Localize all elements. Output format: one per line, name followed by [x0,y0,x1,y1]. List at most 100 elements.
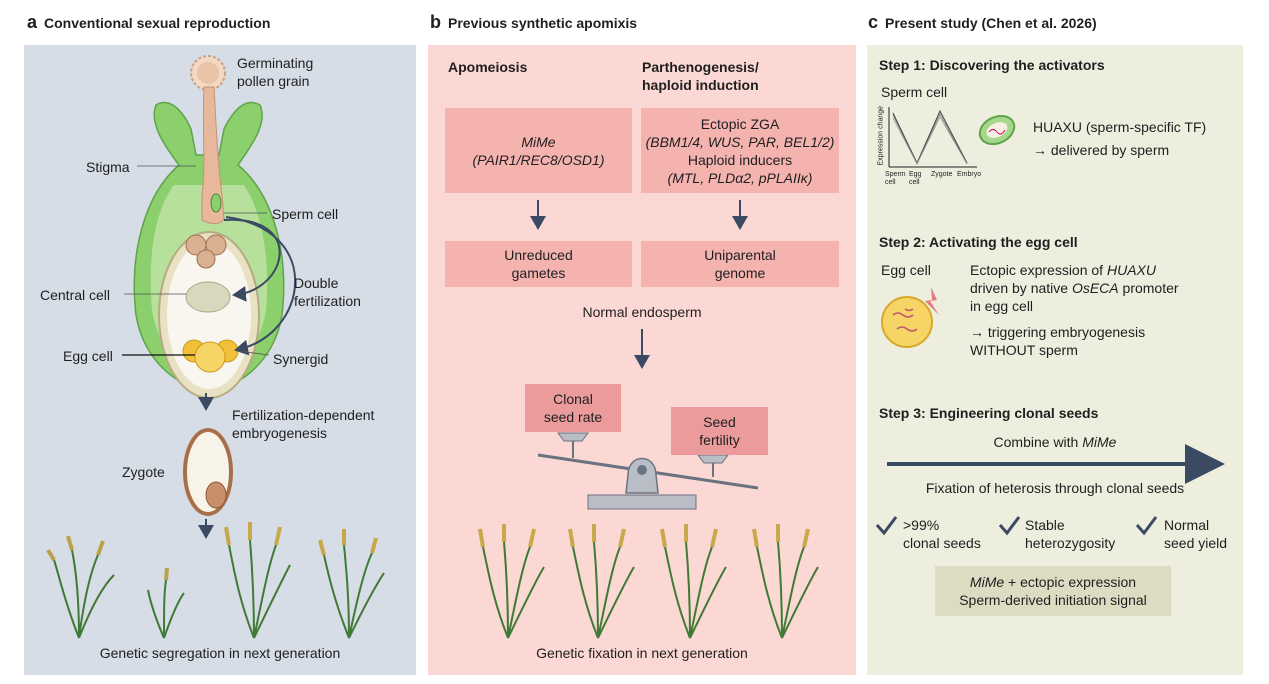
balance-pivot [625,457,659,494]
summary-line-2: Sperm-derived initiation signal [959,592,1147,608]
lightning-icon [925,287,939,315]
combine-mime: MiMe [1082,434,1117,450]
trigger-line-1: → triggering embryogenesis [970,324,1146,340]
panel-b-header: b Previous synthetic apomixis [430,12,637,33]
uniparental-label-1: Uniparental [704,247,776,263]
panel-a-title: Conventional sexual reproduction [44,15,271,31]
synergid-label: Synergid [273,351,329,367]
parthenogenesis-heading-1: Parthenogenesis/ [642,59,759,75]
zga-label: Ectopic ZGA [700,115,780,132]
double-label-2: fertilization [294,293,361,309]
egg-tf-marks [892,308,918,332]
panel-a-letter: a [27,12,38,32]
panel-c-graphics [875,107,1225,536]
step1-sperm-cell-label: Sperm cell [881,84,948,100]
unreduced-label-1: Unreduced [504,247,573,263]
panel-c: Step 1: Discovering the activators Sperm… [867,45,1243,675]
zga-genes: (BBM1/4, WUS, PAR, BEL1/2) [645,133,835,150]
step2-heading: Step 2: Activating the egg cell [879,234,1078,250]
promoter-text: promoter [1118,280,1179,296]
check2-line-2: heterozygosity [1025,535,1116,551]
plant-row-b [478,524,819,639]
panel-a-header: a Conventional sexual reproduction [27,12,270,33]
haploid-genes: (MTL, PLDα2, pPLAIIκ) [667,169,813,186]
sperm-cell-icon [210,193,222,213]
chart-ylabel: Expression change [877,105,885,166]
check3-line-2: seed yield [1164,535,1228,551]
pollen-label-1: Germinating [237,55,314,71]
panel-a: Germinating pollen grain Stigma Sperm ce… [24,45,416,675]
check3-line-1: Normal [1164,517,1210,533]
sperm-cell-label: Sperm cell [272,206,339,222]
seed-label-1: Seed [703,414,736,430]
clonal-seed-rate-box: Clonal seed rate [525,384,621,432]
plant-row-a [46,522,385,639]
ectopic-line-2: driven by native OsECA promoter [970,279,1179,297]
chart-tick-4: Embryo [957,171,982,178]
balance-pan-left [557,432,589,442]
fertilization-arrow-egg [225,216,297,356]
panel-b-footer: Genetic fixation in next generation [536,645,748,661]
ectopic-line-1: Ectopic expression of HUAXU [970,261,1156,279]
combine-text: Combine with [993,434,1083,450]
summary-ectopic: + ectopic expression [1004,574,1137,590]
rice-plant-icon [46,535,115,639]
central-cell-label: Central cell [40,287,111,303]
zga-box: Ectopic ZGA (BBM1/4, WUS, PAR, BEL1/2) H… [641,108,839,193]
uniparental-genome-box: Uniparental genome [641,241,839,287]
expression-change-chart [888,107,977,168]
stigma-label: Stigma [86,159,130,175]
mime-box: MiMe (PAIR1/REC8/OSD1) [445,108,632,193]
check1-line-2: clonal seeds [903,535,981,551]
ectopic-text: Ectopic expression of [970,262,1107,278]
summary-box: MiMe + ectopic expression Sperm-derived … [935,566,1171,616]
step3-heading: Step 3: Engineering clonal seeds [879,405,1099,421]
zygote-label: Zygote [122,464,165,480]
parthenogenesis-heading-2: haploid induction [642,77,759,93]
huaxu-label: HUAXU (sperm-specific TF) [1033,119,1207,135]
step1-heading: Step 1: Discovering the activators [879,57,1105,73]
panel-a-footer: Genetic segregation in next generation [99,645,341,661]
double-label-1: Double [294,275,339,291]
chart-tick-1: Sperm cell [885,171,906,186]
mime-genes: (PAIR1/REC8/OSD1) [472,151,605,168]
egg-cell-icon [881,296,933,348]
egg-cell-icon [194,341,226,373]
rice-plant-icon [478,524,545,639]
huaxu-gene: HUAXU [1106,262,1156,278]
egg-cell-label: Egg cell [63,348,113,364]
rice-plant-icon [147,567,185,639]
ovule-illustration [46,55,385,639]
fertilization-label-1: Fertilization-dependent [232,407,375,423]
rice-plant-icon [660,524,727,639]
haploid-label: Haploid inducers [687,151,793,168]
balance-illustration [478,200,819,639]
central-cell-icon [185,281,231,313]
summary-line-1: MiMe + ectopic expression [970,573,1136,591]
rice-plant-icon [224,522,291,639]
trigger-line-2: WITHOUT sperm [970,342,1078,358]
expression-line [892,113,968,165]
unreduced-gametes-box: Unreduced gametes [445,241,632,287]
seed-fertility-box: Seed fertility [671,407,768,455]
ectopic-line-3: in egg cell [970,298,1034,314]
sperm-tf-mark [988,129,1006,135]
summary-mime: MiMe [969,574,1005,590]
panel-b-title: Previous synthetic apomixis [448,15,638,31]
step2-egg-cell-label: Egg cell [881,262,931,278]
apomeiosis-heading: Apomeiosis [448,59,528,75]
check1-line-1: >99% [903,517,940,533]
unreduced-label-2: gametes [511,265,566,281]
balance-base [587,494,697,510]
zygote-embryo [205,481,227,509]
micropylar-cell-icon [205,234,227,256]
panel-b-letter: b [430,12,441,32]
clonal-label-1: Clonal [553,391,593,407]
seed-label-2: fertility [699,432,740,448]
balance-pin [637,465,647,475]
normal-endosperm-label: Normal endosperm [582,304,702,320]
rice-plant-icon [752,524,819,639]
panel-c-title: Present study (Chen et al. 2026) [885,15,1097,31]
pollen-tube [201,86,225,225]
